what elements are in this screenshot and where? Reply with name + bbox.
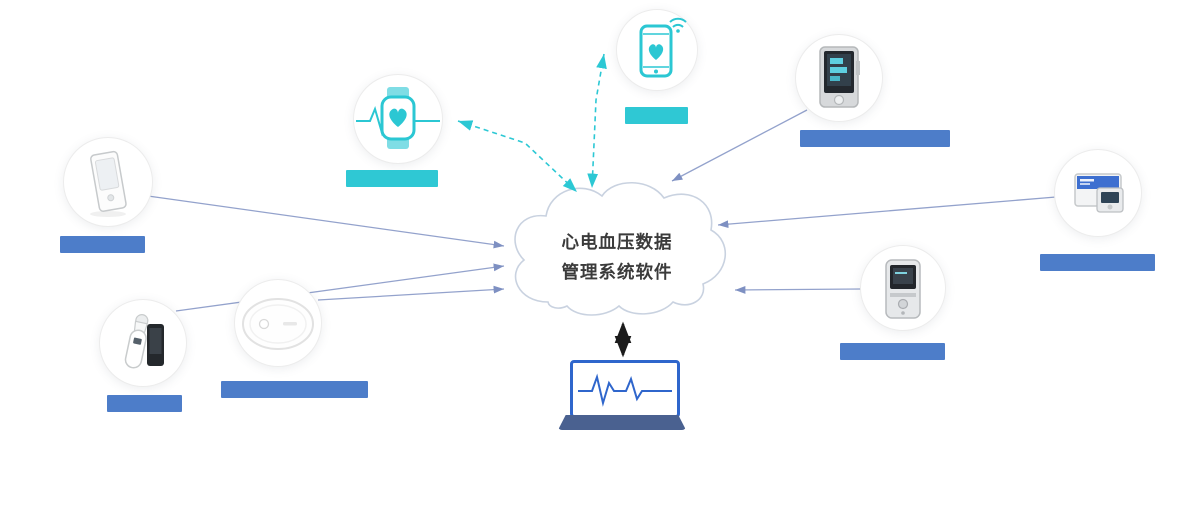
handheld-device-node xyxy=(63,137,153,227)
ear-thermometer-node xyxy=(99,299,187,387)
smartphone-label-bar xyxy=(625,107,688,124)
smartphone-icon xyxy=(639,17,687,78)
ear-thermometer-label-bar xyxy=(107,395,182,412)
bp-monitor-label-bar xyxy=(800,130,950,147)
laptop-ecg-icon xyxy=(578,373,672,407)
dashed-link-smartwatch-cloud xyxy=(457,120,578,193)
ecg-patch-icon xyxy=(242,298,314,350)
connector-ear-thermometer-to-cloud xyxy=(175,263,505,312)
handheld-device-icon xyxy=(90,150,127,217)
connector-bp-meter-to-cloud xyxy=(717,196,1057,229)
bp-meter-node xyxy=(1054,149,1142,237)
smartwatch-icon xyxy=(356,87,440,149)
ecg-patch-label-bar xyxy=(221,381,368,398)
connector-bp-monitor-to-cloud xyxy=(671,109,808,182)
handheld-device-label-bar xyxy=(60,236,145,253)
laptop-screen xyxy=(570,360,680,418)
smartphone-node xyxy=(616,9,698,91)
holter-recorder-icon xyxy=(885,259,921,319)
connector-ecg-patch-to-cloud xyxy=(317,285,505,301)
cloud-title: 心电血压数据 管理系统软件 xyxy=(542,227,692,287)
laptop-base xyxy=(558,415,686,430)
ecg-patch-node xyxy=(234,279,322,367)
ear-thermometer-icon xyxy=(124,314,164,369)
holter-recorder-node xyxy=(860,245,946,331)
bp-monitor-node xyxy=(795,34,883,122)
cloud-title-line1: 心电血压数据 xyxy=(561,232,673,252)
bp-meter-label-bar xyxy=(1040,254,1155,271)
connector-holter-to-cloud xyxy=(734,286,862,294)
smartwatch-node xyxy=(353,74,443,164)
bp-monitor-icon xyxy=(819,46,860,108)
cloud-shape xyxy=(514,181,726,316)
connector-handheld-to-cloud xyxy=(147,195,505,249)
smartwatch-label-bar xyxy=(346,170,438,187)
cloud-title-line2: 管理系统软件 xyxy=(561,262,673,282)
holter-recorder-label-bar xyxy=(840,343,945,360)
bp-meter-icon xyxy=(1074,173,1124,213)
dashed-link-cloud-smartphone xyxy=(587,53,607,189)
